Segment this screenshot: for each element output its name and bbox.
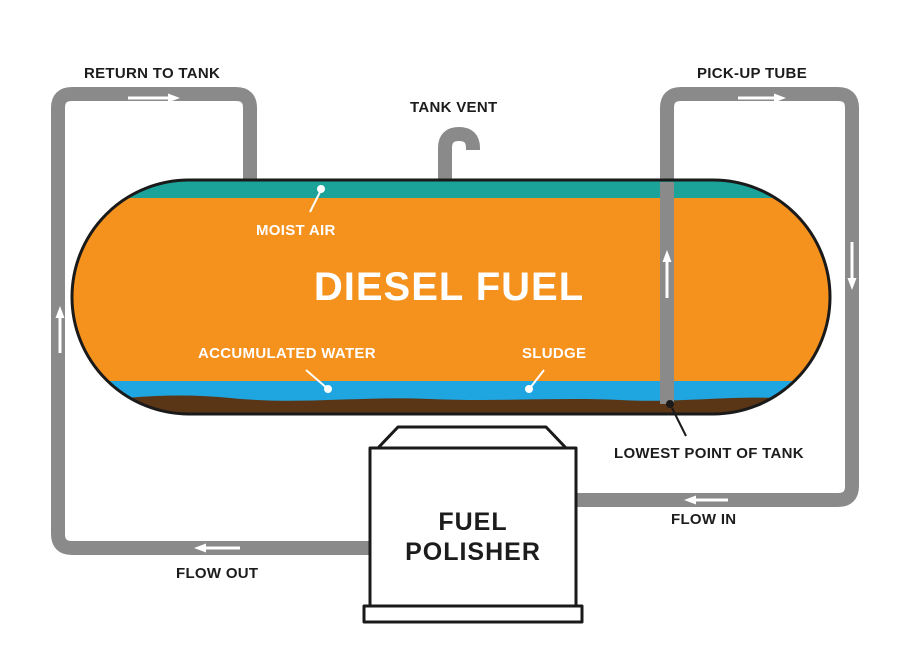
polisher-body: [368, 446, 578, 608]
flow-in-label: FLOW IN: [671, 511, 736, 528]
arrow-right-icon: [128, 93, 180, 103]
diesel-fuel-title: DIESEL FUEL: [314, 265, 584, 309]
pick-up-tube-label: PICK-UP TUBE: [697, 65, 807, 82]
sludge-label: SLUDGE: [522, 345, 586, 362]
fuel-polisher-unit: [362, 425, 584, 624]
tank-vent-pipe: [438, 127, 480, 186]
moist-air-label: MOIST AIR: [256, 222, 336, 239]
pipes: [51, 87, 859, 555]
polisher-label-line2: POLISHER: [405, 538, 541, 566]
arrow-left-icon: [684, 495, 728, 505]
flow-arrows: [55, 93, 857, 553]
polisher-base: [362, 604, 584, 624]
arrow-left-icon: [194, 543, 240, 553]
pick-up-line-pipe: [576, 87, 859, 507]
fuel-layer: [72, 180, 830, 414]
polisher-lid: [376, 425, 568, 450]
return-to-tank-label: RETURN TO TANK: [84, 65, 220, 82]
tank-outline: [70, 178, 832, 416]
polisher-label-line1: FUEL: [438, 508, 507, 536]
tank-vent-label: TANK VENT: [410, 99, 497, 116]
moist-air-layer: [72, 180, 830, 198]
arrow-up-icon: [662, 250, 672, 298]
tank: [70, 178, 832, 416]
flow-out-label: FLOW OUT: [176, 565, 258, 582]
accumulated-water-label: ACCUMULATED WATER: [198, 345, 376, 362]
return-line-pipe: [51, 87, 372, 555]
arrow-up-icon: [55, 306, 65, 353]
lowest-point-label: LOWEST POINT OF TANK: [614, 445, 804, 462]
arrow-down-icon: [847, 242, 857, 290]
arrow-right-icon: [738, 93, 786, 103]
lowest-point-leader: [666, 400, 687, 437]
pointer-leaders: [305, 185, 545, 393]
